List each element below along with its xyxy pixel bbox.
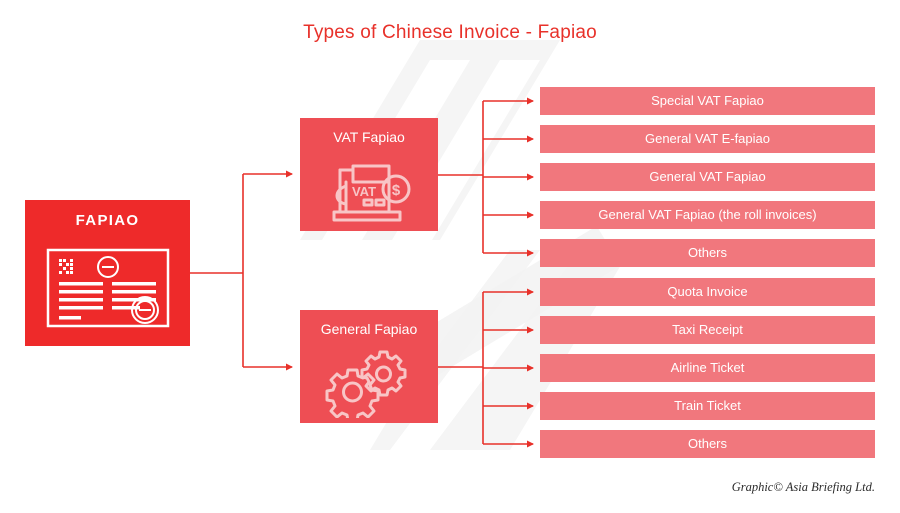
branch-node-label: General Fapiao xyxy=(320,321,418,337)
leaf-bar-general-vat-e-fapiao[interactable]: General VAT E-fapiao xyxy=(540,125,875,153)
root-node-fapiao[interactable]: FAPIAO xyxy=(25,200,190,346)
cash-register-vat-icon: VAT $ xyxy=(332,164,411,222)
svg-text:VAT: VAT xyxy=(352,184,376,199)
leaf-label: Taxi Receipt xyxy=(672,322,743,337)
leaf-bar-train-ticket[interactable]: Train Ticket xyxy=(540,392,875,420)
leaf-bar-general-vat-fapiao[interactable]: General VAT Fapiao xyxy=(540,163,875,191)
root-node-label: FAPIAO xyxy=(75,212,140,229)
leaf-label: Others xyxy=(687,245,727,260)
leaf-label: Train Ticket xyxy=(674,398,741,413)
leaf-bar-general-others[interactable]: Others xyxy=(540,430,875,458)
credit-text: Graphic© Asia Briefing Ltd. xyxy=(731,480,875,494)
branch-node-vat-fapiao[interactable]: VAT Fapiao VAT xyxy=(300,118,438,231)
branch-node-general-fapiao[interactable]: General Fapiao xyxy=(300,310,438,423)
leaf-label: Airline Ticket xyxy=(670,360,745,375)
svg-text:$: $ xyxy=(392,182,401,199)
leaf-bar-quota-invoice[interactable]: Quota Invoice xyxy=(540,278,875,306)
leaf-label: Quota Invoice xyxy=(667,284,748,299)
leaf-bar-airline-ticket[interactable]: Airline Ticket xyxy=(540,354,875,382)
leaf-label: Others xyxy=(687,436,727,451)
branch-node-label: VAT Fapiao xyxy=(333,129,405,145)
invoice-document-icon xyxy=(46,248,169,328)
leaf-label: General VAT Fapiao (the roll invoices) xyxy=(598,207,817,222)
leaf-bar-general-vat-fapiao-roll[interactable]: General VAT Fapiao (the roll invoices) xyxy=(540,201,875,229)
page-title: Types of Chinese Invoice - Fapiao xyxy=(303,22,597,43)
leaf-label: General VAT Fapiao xyxy=(649,169,766,184)
leaf-label: General VAT E-fapiao xyxy=(644,131,770,146)
leaf-bar-vat-others[interactable]: Others xyxy=(540,239,875,267)
leaf-bar-taxi-receipt[interactable]: Taxi Receipt xyxy=(540,316,875,344)
gears-icon xyxy=(325,350,407,418)
leaf-label: Special VAT Fapiao xyxy=(651,93,764,108)
leaf-bar-special-vat-fapiao[interactable]: Special VAT Fapiao xyxy=(540,87,875,115)
